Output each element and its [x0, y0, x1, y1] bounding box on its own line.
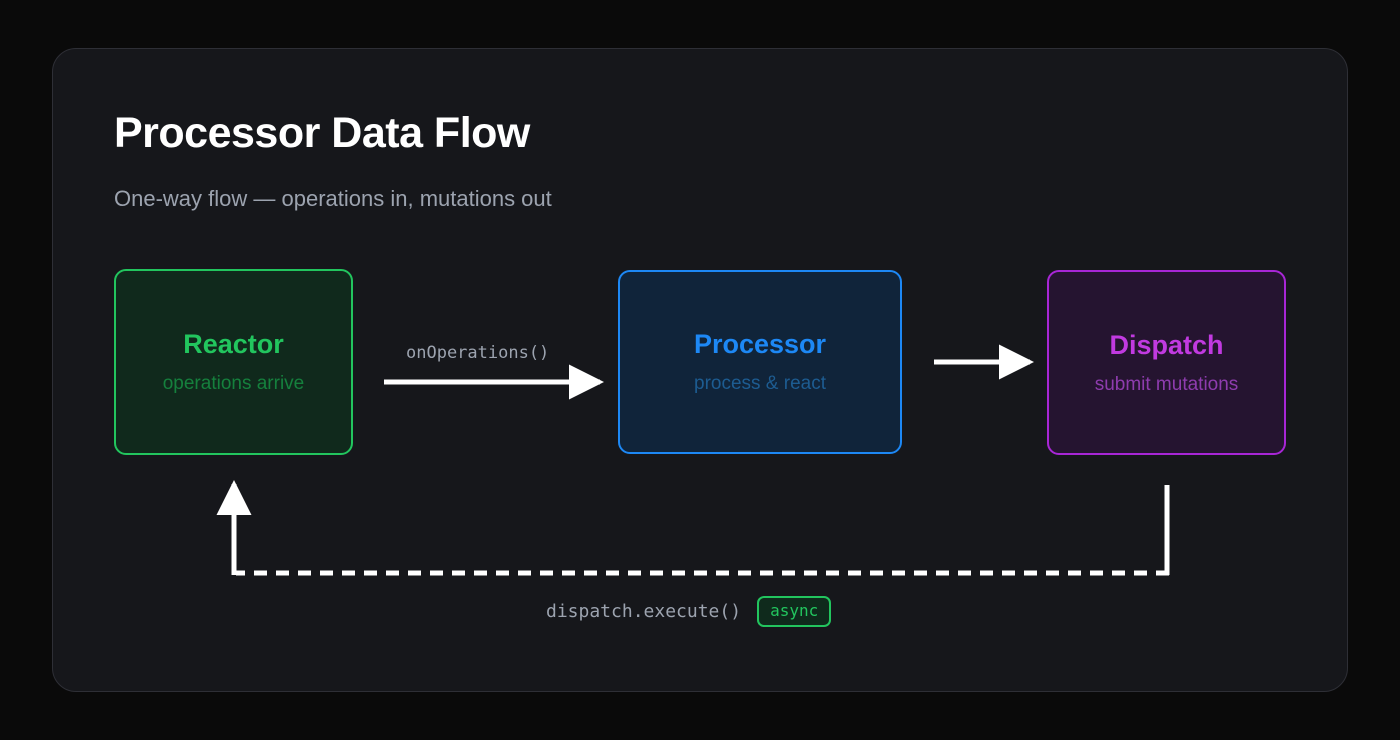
node-reactor[interactable]: Reactor operations arrive: [114, 269, 353, 455]
node-processor-subtitle: process & react: [694, 373, 826, 394]
node-processor[interactable]: Processor process & react: [618, 270, 902, 454]
page-subtitle: One-way flow — operations in, mutations …: [114, 186, 552, 211]
node-dispatch-title: Dispatch: [1109, 329, 1224, 360]
async-badge: async: [757, 596, 832, 627]
node-reactor-subtitle: operations arrive: [162, 373, 305, 394]
edge-label-on-operations: onOperations(): [406, 343, 550, 363]
page-title: Processor Data Flow: [114, 109, 530, 157]
edge-label-feedback-group: dispatch.execute() async: [546, 596, 832, 627]
edge-label-dispatch-execute: dispatch.execute(): [546, 600, 742, 622]
node-dispatch[interactable]: Dispatch submit mutations: [1047, 270, 1286, 455]
node-dispatch-subtitle: submit mutations: [1094, 373, 1239, 395]
node-reactor-title: Reactor: [183, 329, 284, 359]
node-processor-title: Processor: [693, 329, 827, 359]
